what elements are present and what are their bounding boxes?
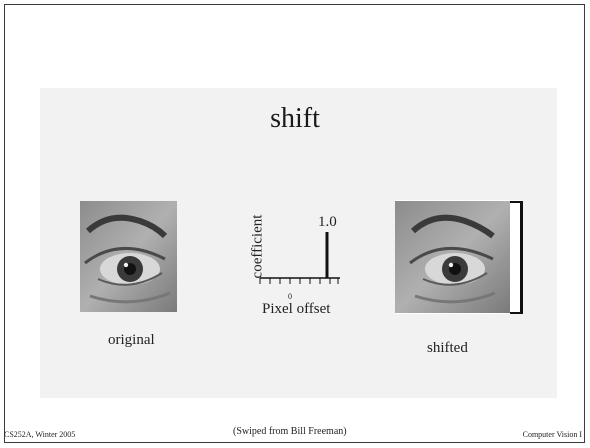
plot-zero-label: 0 xyxy=(288,292,292,301)
plot-y-label: coefficient xyxy=(250,197,267,297)
eye-photo-shifted-icon xyxy=(395,201,510,313)
original-eye-image xyxy=(80,201,177,312)
plot-x-label: Pixel offset xyxy=(262,301,330,318)
eye-photo-icon xyxy=(80,201,177,312)
caption-original: original xyxy=(108,332,155,349)
caption-shifted: shifted xyxy=(427,340,468,357)
footer-center: (Swiped from Bill Freeman) xyxy=(233,426,347,437)
shifted-eye-image xyxy=(395,201,510,313)
plot-value-label: 1.0 xyxy=(318,214,337,231)
footer-right: Computer Vision I xyxy=(523,430,582,439)
shift-bar xyxy=(510,201,523,314)
slide-title: shift xyxy=(0,103,590,135)
footer-left: CS252A, Winter 2005 xyxy=(4,430,75,439)
